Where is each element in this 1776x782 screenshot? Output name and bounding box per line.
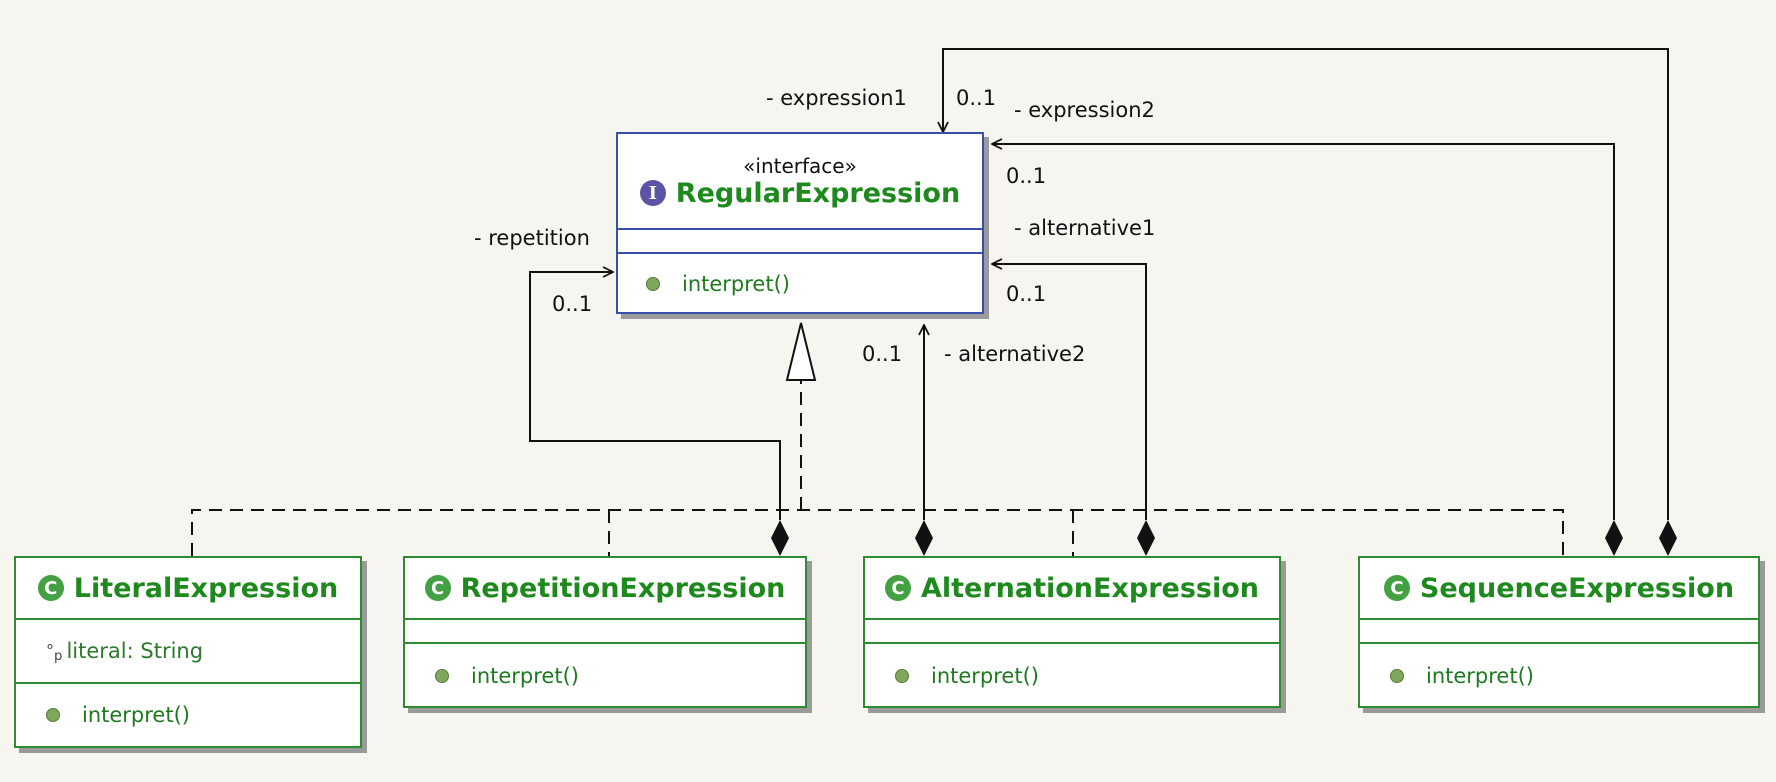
class-sequence-expression[interactable]: C SequenceExpression interpret() <box>1358 556 1760 708</box>
role-expression1: - expression1 <box>766 86 907 110</box>
class-name: SequenceExpression <box>1419 572 1735 604</box>
class-operation[interactable]: interpret() <box>895 664 1039 688</box>
class-attribute-compartment <box>865 618 1279 642</box>
assoc-expression1 <box>943 48 1677 556</box>
class-attribute-compartment <box>405 618 805 642</box>
multiplicity-alternative1: 0..1 <box>1006 282 1047 306</box>
operation-label: interpret() <box>471 664 579 688</box>
role-expression2: - expression2 <box>1014 98 1155 122</box>
assoc-alternative1 <box>992 264 1155 556</box>
interface-icon: I <box>639 180 666 206</box>
public-operation-icon <box>646 277 660 291</box>
multiplicity-expression1: 0..1 <box>956 86 997 110</box>
operation-label: interpret() <box>82 703 190 727</box>
class-operation-compartment: interpret() <box>405 642 805 708</box>
class-header: C AlternationExpression <box>865 558 1279 618</box>
class-name: LiteralExpression <box>73 572 339 604</box>
class-name: AlternationExpression <box>920 572 1260 604</box>
interface-regular-expression[interactable]: «interface» I RegularExpression interpre… <box>616 132 984 314</box>
class-operation[interactable]: interpret() <box>46 703 190 727</box>
public-operation-icon <box>895 669 909 683</box>
class-header: C RepetitionExpression <box>405 558 805 618</box>
public-operation-icon <box>435 669 449 683</box>
realization-bus <box>191 509 1564 556</box>
multiplicity-repetition: 0..1 <box>552 292 593 316</box>
class-operation[interactable]: interpret() <box>1390 664 1534 688</box>
operation-label: interpret() <box>1426 664 1534 688</box>
public-operation-icon <box>46 708 60 722</box>
class-icon: C <box>884 575 911 601</box>
interface-operation-compartment: interpret() <box>618 252 982 314</box>
class-operation-compartment: interpret() <box>1360 642 1758 708</box>
class-attribute[interactable]: °p literal: String <box>46 639 204 665</box>
interface-header: «interface» I RegularExpression <box>618 134 982 228</box>
operation-label: interpret() <box>931 664 1039 688</box>
interface-attribute-compartment <box>618 228 982 252</box>
property-icon: °p <box>46 641 63 665</box>
interface-stereotype: «interface» <box>743 153 857 178</box>
class-operation[interactable]: interpret() <box>435 664 579 688</box>
attribute-label: literal: String <box>66 639 204 663</box>
class-icon: C <box>1383 575 1410 601</box>
interface-name: RegularExpression <box>675 177 961 209</box>
class-literal-expression[interactable]: C LiteralExpression °p literal: String i… <box>14 556 362 748</box>
class-attribute-compartment: °p literal: String <box>16 618 360 682</box>
class-header: C SequenceExpression <box>1360 558 1758 618</box>
class-name: RepetitionExpression <box>460 572 786 604</box>
multiplicity-expression2: 0..1 <box>1006 164 1047 188</box>
role-alternative1: - alternative1 <box>1014 216 1156 240</box>
class-attribute-compartment <box>1360 618 1758 642</box>
class-operation-compartment: interpret() <box>865 642 1279 708</box>
class-icon: C <box>37 575 64 601</box>
role-alternative2: - alternative2 <box>944 342 1086 366</box>
class-operation-compartment: interpret() <box>16 682 360 746</box>
class-header: C LiteralExpression <box>16 558 360 618</box>
interface-operation[interactable]: interpret() <box>646 272 790 296</box>
class-icon: C <box>424 575 451 601</box>
assoc-alternative2 <box>915 325 933 556</box>
class-alternation-expression[interactable]: C AlternationExpression interpret() <box>863 556 1281 708</box>
public-operation-icon <box>1390 669 1404 683</box>
assoc-expression2 <box>992 144 1623 556</box>
role-repetition: - repetition <box>474 226 590 250</box>
realization-arrowhead <box>785 322 817 381</box>
operation-label: interpret() <box>682 272 790 296</box>
class-repetition-expression[interactable]: C RepetitionExpression interpret() <box>403 556 807 708</box>
assoc-repetition <box>529 272 789 556</box>
multiplicity-alternative2: 0..1 <box>862 342 903 366</box>
realization-lines <box>191 380 1564 556</box>
